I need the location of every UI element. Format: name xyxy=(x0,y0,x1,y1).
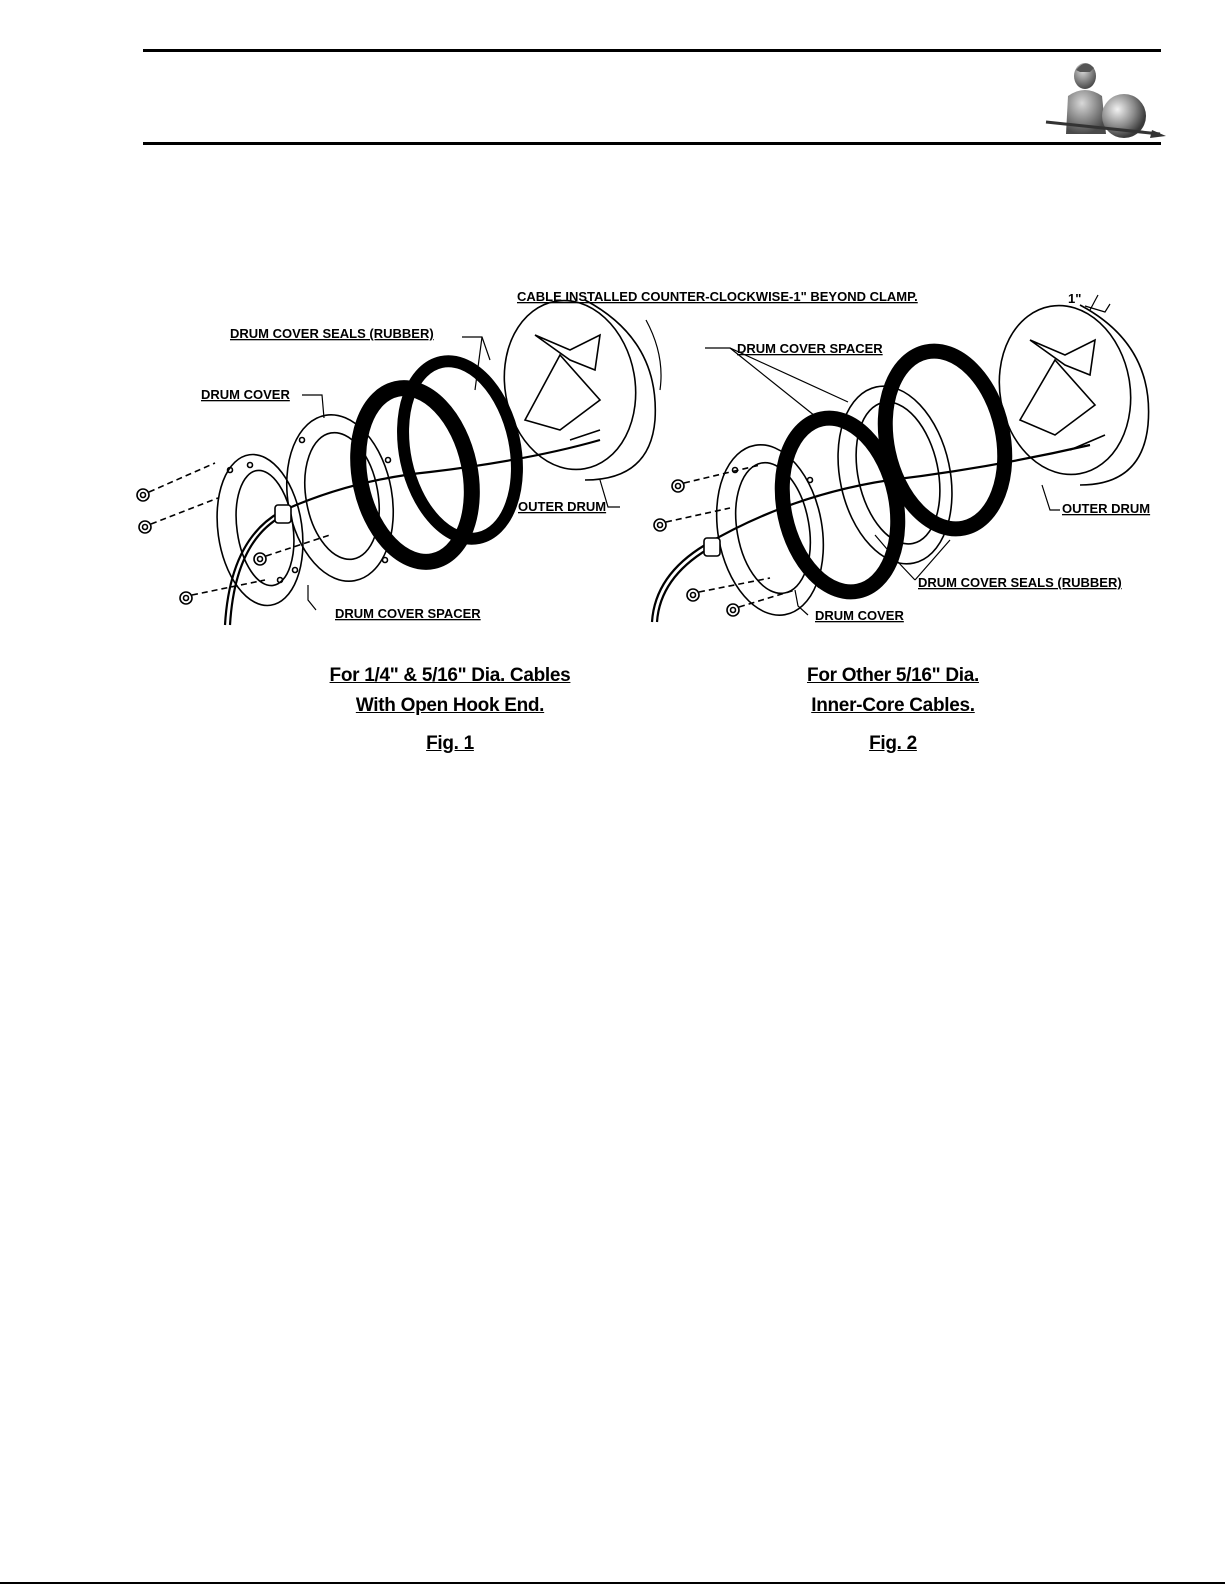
drum-assembly-diagram: DRUM COVER SEALS (RUBBER) DRUM COVER OUT… xyxy=(130,280,1180,640)
fig1-caption: For 1/4" & 5/16" Dia. Cables With Open H… xyxy=(250,661,650,759)
fig2-labels: CABLE INSTALLED COUNTER-CLOCKWISE-1" BEY… xyxy=(517,289,1150,623)
mascot-logo-icon xyxy=(1040,56,1168,142)
fig1-label-drum-cover: DRUM COVER xyxy=(201,387,290,402)
fig2-label-outer-drum: OUTER DRUM xyxy=(1062,501,1150,516)
fig2-nuts xyxy=(654,480,739,616)
fig2-label-drum-cover: DRUM COVER xyxy=(815,608,904,623)
fig2-label-cable-note: CABLE INSTALLED COUNTER-CLOCKWISE-1" BEY… xyxy=(517,289,918,304)
fig1-drum-cover xyxy=(274,406,406,590)
header-rule-bottom xyxy=(143,142,1161,145)
fig2-drum-cover xyxy=(704,436,836,623)
fig1-label-outer-drum: OUTER DRUM xyxy=(518,499,606,514)
fig2-rubber-seals xyxy=(767,340,1021,603)
fig1-caption-line2: With Open Hook End. xyxy=(250,691,650,721)
fig1-label-drum-cover-seals: DRUM COVER SEALS (RUBBER) xyxy=(230,326,434,341)
fig1-drum-cover-spacer xyxy=(208,449,312,611)
fig2-caption-line1: For Other 5/16" Dia. xyxy=(693,661,1093,691)
fig1-leaders xyxy=(302,337,620,610)
fig2-number: Fig. 2 xyxy=(693,729,1093,759)
fig1-number: Fig. 1 xyxy=(250,729,650,759)
fig2-caption-line2: Inner-Core Cables. xyxy=(693,691,1093,721)
fig1-label-drum-cover-spacer: DRUM COVER SPACER xyxy=(335,606,481,621)
fig2-label-dimension: 1" xyxy=(1068,291,1081,306)
fig1-caption-line1: For 1/4" & 5/16" Dia. Cables xyxy=(250,661,650,691)
fig2-label-drum-cover-seals: DRUM COVER SEALS (RUBBER) xyxy=(918,575,1122,590)
fig2-label-drum-cover-spacer: DRUM COVER SPACER xyxy=(737,341,883,356)
page-bottom-rule xyxy=(0,1582,1225,1584)
header-rule-top xyxy=(143,49,1161,52)
fig2-caption: For Other 5/16" Dia. Inner-Core Cables. … xyxy=(693,661,1093,759)
